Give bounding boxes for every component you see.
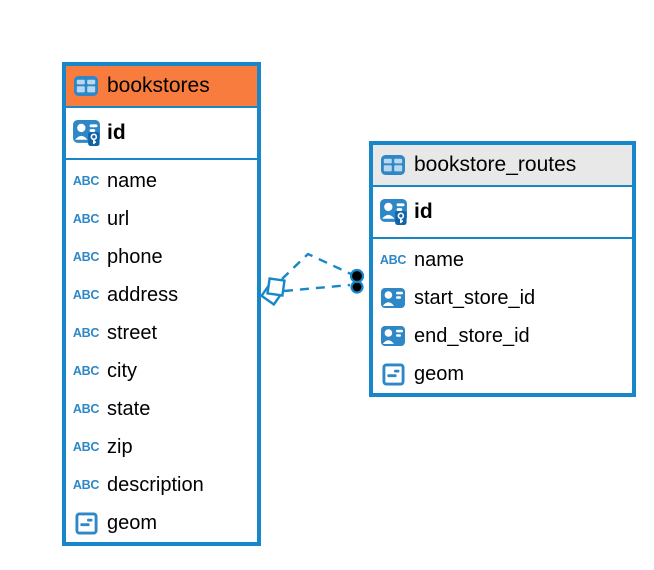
geometry-type-icon — [71, 512, 101, 535]
table-name: bookstore_routes — [414, 153, 577, 176]
text-type-icon: ABC — [72, 173, 100, 188]
table-icon — [380, 154, 406, 176]
column-name: street — [107, 321, 158, 344]
relationship-line-upper[interactable] — [281, 252, 352, 280]
column-name: name — [107, 169, 158, 192]
column-name: id — [414, 200, 433, 223]
table-bookstore-routes-columns: ABC name start_store_id end_store_id geo… — [373, 237, 632, 393]
column-name: start_store_id — [414, 286, 536, 309]
column-row-name[interactable]: ABC name — [66, 162, 257, 200]
column-row-street[interactable]: ABC street — [66, 314, 257, 352]
column-name: description — [107, 473, 204, 496]
column-row-geom[interactable]: geom — [373, 355, 632, 393]
geometry-type-icon — [378, 363, 408, 386]
primary-key-icon — [378, 198, 408, 226]
column-name: geom — [107, 511, 158, 534]
column-name: zip — [107, 435, 133, 458]
column-row-id[interactable]: id — [373, 185, 632, 237]
table-bookstores-columns: ABC name ABC url ABC phone ABC address A… — [66, 158, 257, 542]
column-row-end-store-id[interactable]: end_store_id — [373, 317, 632, 355]
column-row-zip[interactable]: ABC zip — [66, 428, 257, 466]
column-name: city — [107, 359, 137, 382]
text-type-icon: ABC — [72, 249, 100, 264]
column-row-start-store-id[interactable]: start_store_id — [373, 279, 632, 317]
reference-type-icon — [378, 287, 408, 309]
column-name: state — [107, 397, 151, 420]
text-type-icon: ABC — [72, 439, 100, 454]
column-name: geom — [414, 362, 465, 385]
column-row-phone[interactable]: ABC phone — [66, 238, 257, 276]
reference-type-icon — [378, 325, 408, 347]
column-name: id — [107, 121, 126, 144]
column-name: phone — [107, 245, 163, 268]
column-row-url[interactable]: ABC url — [66, 200, 257, 238]
column-name: url — [107, 207, 130, 230]
table-bookstores[interactable]: bookstores id ABC name ABC url ABC phone… — [62, 62, 261, 546]
relationship-line-lower[interactable] — [283, 283, 351, 293]
text-type-icon: ABC — [72, 325, 100, 340]
many-end-diamond-marker — [259, 277, 286, 307]
text-type-icon: ABC — [379, 252, 407, 267]
table-bookstores-header[interactable]: bookstores — [66, 66, 257, 106]
one-end-dot-markers — [349, 268, 365, 294]
column-name: name — [414, 248, 465, 271]
primary-key-icon — [71, 119, 101, 147]
table-bookstore-routes[interactable]: bookstore_routes id ABC name start_store… — [369, 141, 636, 397]
table-icon — [73, 75, 99, 97]
column-row-address[interactable]: ABC address — [66, 276, 257, 314]
column-row-description[interactable]: ABC description — [66, 466, 257, 504]
table-name: bookstores — [107, 74, 210, 97]
column-row-geom[interactable]: geom — [66, 504, 257, 542]
text-type-icon: ABC — [72, 363, 100, 378]
text-type-icon: ABC — [72, 401, 100, 416]
column-row-city[interactable]: ABC city — [66, 352, 257, 390]
column-row-id[interactable]: id — [66, 106, 257, 158]
column-row-name[interactable]: ABC name — [373, 241, 632, 279]
column-row-state[interactable]: ABC state — [66, 390, 257, 428]
column-name: end_store_id — [414, 324, 530, 347]
column-name: address — [107, 283, 179, 306]
text-type-icon: ABC — [72, 287, 100, 302]
text-type-icon: ABC — [72, 211, 100, 226]
text-type-icon: ABC — [72, 477, 100, 492]
table-bookstore-routes-header[interactable]: bookstore_routes — [373, 145, 632, 185]
